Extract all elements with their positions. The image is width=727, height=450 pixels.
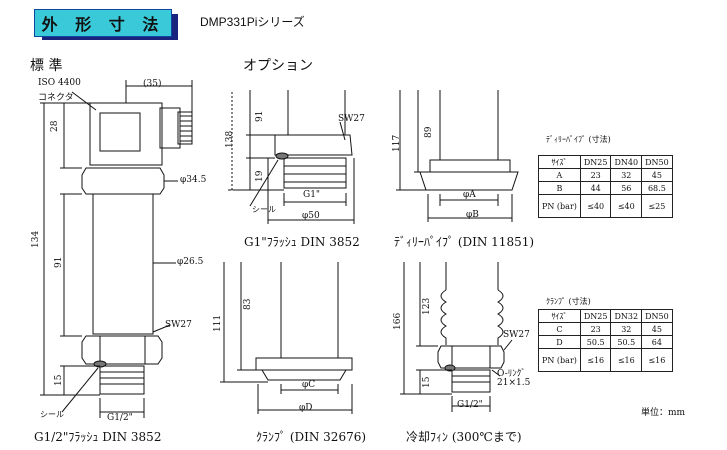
table-cell: ≤16 <box>641 348 673 372</box>
flush-thread-label: G1" <box>303 190 321 200</box>
table-cell: ≤25 <box>641 194 673 218</box>
table-cell: 56 <box>610 181 643 195</box>
table-row: D 50.5 50.5 64 <box>538 335 673 349</box>
sw-label: SW27 <box>165 320 192 330</box>
flush-seal-label: シール <box>252 205 276 214</box>
table-row: ｻｲｽﾞ DN25 DN32 DN50 <box>538 309 673 323</box>
dairy-caption: ﾃﾞｨﾘｰﾊﾟｲﾌﾟ (DIN 11851) <box>394 235 535 249</box>
cooling-transmitter <box>400 262 513 412</box>
clamp-dim-111: 111 <box>213 314 223 332</box>
table-cell: DN50 <box>641 155 673 169</box>
dim-phi265: φ26.5 <box>177 257 204 267</box>
seal-label: シール <box>40 410 64 419</box>
table-cell: ≤40 <box>610 194 643 218</box>
table-cell: DN32 <box>610 309 643 323</box>
table-row: B 44 56 68.5 <box>538 181 673 195</box>
table-cell: DN25 <box>579 309 612 323</box>
clamp-dim-d: φD <box>299 403 313 413</box>
table-cell: PN (bar) <box>538 348 581 372</box>
table-cell: 23 <box>579 322 612 336</box>
table-cell: ≤16 <box>579 348 612 372</box>
dim-91: 91 <box>54 256 64 268</box>
dairy-dim-117: 117 <box>392 134 402 152</box>
standard-transmitter <box>40 80 193 418</box>
connector-label-1: ISO 4400 <box>38 78 81 88</box>
flush-caption: G1"ﾌﾗｯｼｭ DIN 3852 <box>244 235 360 249</box>
table-cell: 44 <box>579 181 612 195</box>
table-cell: ≤16 <box>610 348 643 372</box>
dairy-spec-table: ｻｲｽﾞ DN25 DN40 DN50 A 23 32 45 B 44 56 6… <box>538 155 673 218</box>
dairy-dim-a: φA <box>463 190 476 200</box>
table-cell: DN25 <box>579 155 612 169</box>
table-cell: 32 <box>610 322 643 336</box>
table-cell: 45 <box>641 168 673 182</box>
standard-heading: 標 準 <box>30 58 63 74</box>
table-cell: 64 <box>641 335 673 349</box>
dim-35: (35) <box>143 79 162 89</box>
table-row: PN (bar) ≤40 ≤40 ≤25 <box>538 194 673 218</box>
flush-dim-138: 138 <box>225 130 235 148</box>
flush-sw-label: SW27 <box>338 114 365 124</box>
table-cell: 50.5 <box>579 335 612 349</box>
clamp-caption: ｸﾗﾝﾌﾟ (DIN 32676) <box>256 430 367 444</box>
dairy-dim-89: 89 <box>424 126 434 138</box>
flush-dim-19: 19 <box>255 170 265 182</box>
table-cell: ｻｲｽﾞ <box>538 155 581 169</box>
thread-label: G1/2" <box>107 413 133 423</box>
dim-28: 28 <box>50 120 60 132</box>
dim-134: 134 <box>31 230 41 248</box>
clamp-spec-table: ｻｲｽﾞ DN25 DN32 DN50 C 23 32 45 D 50.5 50… <box>538 309 673 372</box>
cool-thread-label: G1/2" <box>457 400 483 410</box>
standard-caption: G1/2"ﾌﾗｯｼｭ DIN 3852 <box>34 430 162 444</box>
table-cell: C <box>538 322 581 336</box>
table-cell: 68.5 <box>641 181 673 195</box>
cool-dim-166: 166 <box>393 312 403 330</box>
table-cell: DN50 <box>641 309 673 323</box>
table-row: C 23 32 45 <box>538 322 673 336</box>
cool-sw-label: SW27 <box>503 330 530 340</box>
table-cell: A <box>538 168 581 182</box>
page-title: 外 形 寸 法 <box>34 9 172 37</box>
table-row: ｻｲｽﾞ DN25 DN40 DN50 <box>538 155 673 169</box>
dairy-transmitter <box>396 90 519 222</box>
flush-dim-phi50: φ50 <box>302 211 320 221</box>
table-cell: 23 <box>579 168 612 182</box>
dim-15: 15 <box>54 374 64 386</box>
table-cell: 50.5 <box>610 335 643 349</box>
table-row: PN (bar) ≤16 ≤16 ≤16 <box>538 348 673 372</box>
dairy-table-title: ﾃﾞｨﾘｰﾊﾟｲﾌﾟ (寸法) <box>546 135 611 144</box>
table-row: A 23 32 45 <box>538 168 673 182</box>
table-cell: B <box>538 181 581 195</box>
flush-transmitter <box>228 90 355 224</box>
unit-note: 単位：mm <box>641 408 686 418</box>
clamp-dim-c: φC <box>302 380 316 390</box>
dairy-dim-b: φB <box>466 210 479 220</box>
clamp-dim-83: 83 <box>243 298 253 310</box>
oring-label-1: O-ﾘﾝｸﾞ <box>497 369 526 379</box>
flush-dim-91: 91 <box>255 110 265 122</box>
table-cell: D <box>538 335 581 349</box>
clamp-table-title: ｸﾗﾝﾌﾟ (寸法) <box>546 297 591 306</box>
table-cell: 45 <box>641 322 673 336</box>
cool-dim-15: 15 <box>422 376 432 388</box>
table-cell: ≤40 <box>579 194 612 218</box>
table-cell: 32 <box>610 168 643 182</box>
option-heading: オプション <box>243 58 313 74</box>
series-name: DMP331Piシリーズ <box>200 15 305 29</box>
clamp-transmitter <box>220 262 353 414</box>
cool-dim-123: 123 <box>422 297 432 315</box>
cooling-caption: 冷却ﾌｨﾝ (300℃まで) <box>406 430 522 444</box>
table-cell: ｻｲｽﾞ <box>538 309 581 323</box>
oring-label-2: 21×1.5 <box>497 378 531 388</box>
dim-phi345: φ34.5 <box>180 175 207 185</box>
connector-label-2: コネクタ <box>38 93 74 103</box>
table-cell: PN (bar) <box>538 194 581 218</box>
table-cell: DN40 <box>610 155 643 169</box>
